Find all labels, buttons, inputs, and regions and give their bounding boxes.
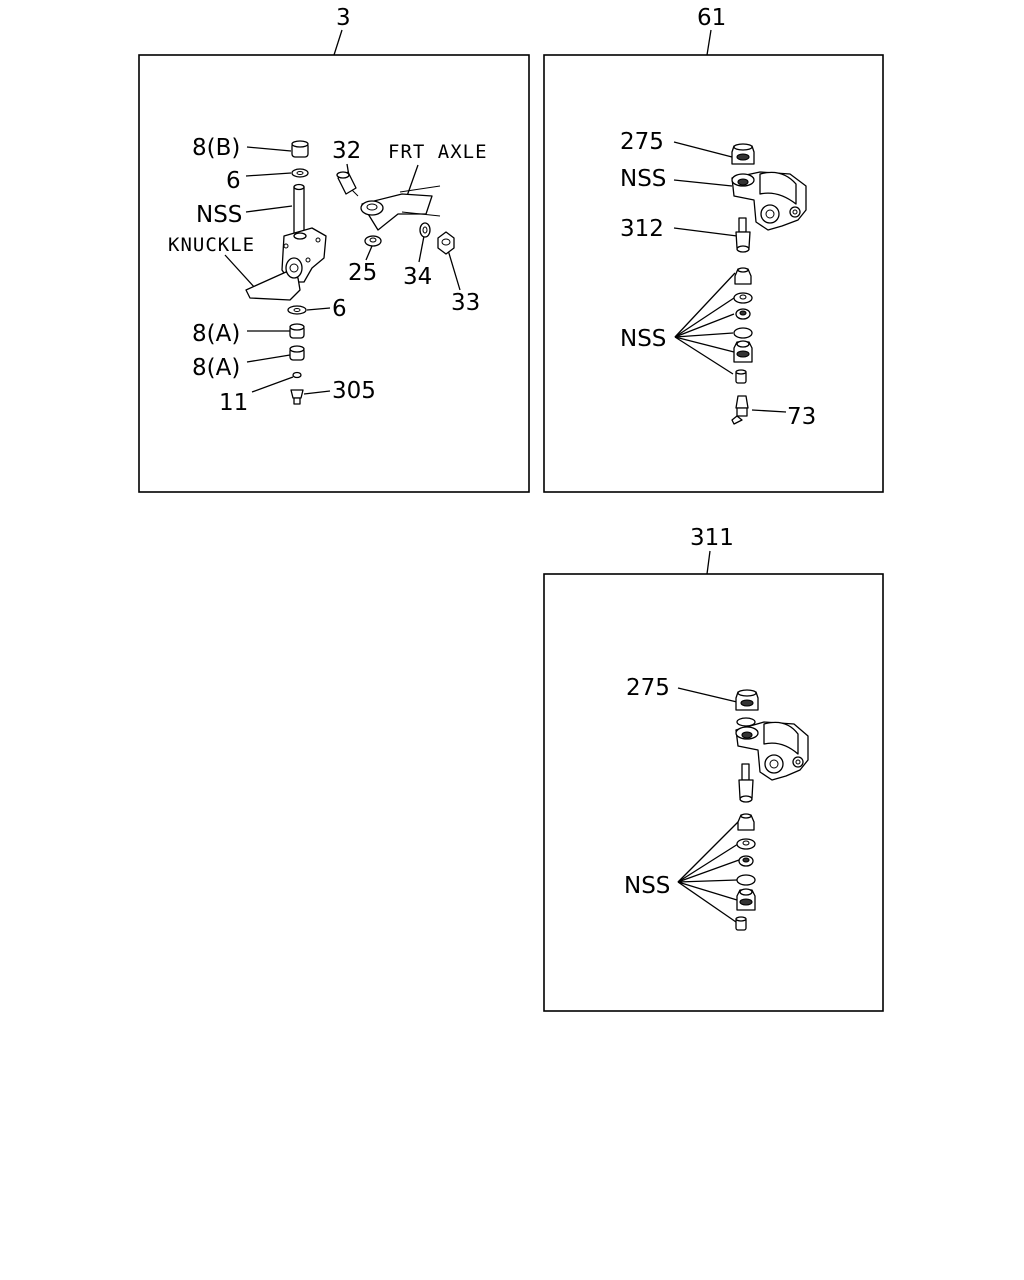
- label-6-top: 6: [226, 168, 241, 194]
- leader-275-p61: [673, 141, 733, 158]
- leader-25: [365, 245, 373, 261]
- bushing-8a-lower-icon: [289, 345, 305, 361]
- leader-275-p311: [677, 687, 738, 703]
- label-nss-p61-lower: NSS: [620, 326, 666, 352]
- knuckle-icon: [245, 227, 327, 301]
- leader-305: [303, 390, 331, 395]
- leader-34: [418, 235, 425, 263]
- panel-311: 311 275 NSS: [543, 525, 884, 1012]
- cap-275-p311-icon: [735, 689, 759, 711]
- leader-nss-p311-b: [677, 843, 739, 883]
- leader-33: [447, 249, 461, 291]
- label-6-bottom: 6: [332, 296, 347, 322]
- nss-plug-icon: [735, 369, 747, 384]
- nss-washer-icon: [733, 292, 753, 304]
- nss-seat-icon: [734, 267, 752, 285]
- leader-nss-p61-f: [674, 336, 734, 375]
- panel-311-frame: [543, 573, 884, 1012]
- king-pin-icon: [293, 183, 305, 236]
- bushing-8a-upper-icon: [289, 323, 305, 339]
- leader-nss-p311-d: [677, 879, 738, 883]
- label-312: 312: [620, 216, 664, 242]
- leader-nss-p61-e: [674, 336, 735, 353]
- leader-nss-p61-b: [674, 297, 735, 338]
- leader-nss-p311-f: [677, 881, 737, 923]
- leader-nss-p61-d: [674, 332, 734, 338]
- leader-312: [673, 227, 738, 237]
- label-275-p61: 275: [620, 129, 664, 155]
- nss-spring-icon: [735, 308, 751, 320]
- label-8b: 8(B): [192, 135, 240, 161]
- ball-stud-p311-icon: [738, 763, 754, 803]
- fitting-305-icon: [290, 389, 304, 405]
- leader-11: [251, 376, 294, 393]
- panel-3: 3 8(B) 6 NSS KNUCKLE 32 FRT AXLE 25 34 3…: [138, 5, 530, 493]
- label-frt-axle: FRT AXLE: [388, 141, 488, 163]
- label-275-p311: 275: [626, 675, 670, 701]
- label-nss-shaft: NSS: [196, 202, 242, 228]
- label-nss-p311: NSS: [624, 873, 670, 899]
- leader-nss-p311-e: [677, 881, 738, 901]
- leader-8a-lower: [246, 354, 291, 363]
- panel-311-callout: 311: [690, 525, 734, 551]
- leader-nss-p61-upper: [673, 179, 733, 187]
- nss-seat-p311-icon: [737, 813, 755, 831]
- grease-nipple-73-icon: [731, 395, 749, 425]
- panel-3-frame: [138, 54, 530, 493]
- nss-plug-p311-icon: [735, 916, 747, 931]
- washer-34-icon: [419, 222, 431, 238]
- leader-nss-shaft: [245, 205, 293, 213]
- nss-cup-p311-icon: [736, 888, 756, 911]
- bolt-32-icon: [336, 171, 359, 197]
- leader-nss-p311-a: [677, 819, 741, 883]
- leader-73: [751, 409, 787, 413]
- label-32: 32: [332, 138, 361, 164]
- ball-stud-312-icon: [735, 217, 751, 253]
- label-11: 11: [219, 390, 248, 416]
- leader-frt-axle: [406, 164, 419, 197]
- ring-11-icon: [292, 371, 302, 379]
- label-knuckle: KNUCKLE: [168, 234, 255, 256]
- leader-6-bottom: [306, 307, 331, 311]
- label-8a-lower: 8(A): [192, 355, 240, 381]
- nss-spring-p311-icon: [738, 855, 754, 867]
- washer-25-icon: [364, 235, 382, 247]
- label-8a-upper: 8(A): [192, 321, 240, 347]
- panel-61-callout-leader: [706, 29, 712, 56]
- label-73: 73: [787, 404, 816, 430]
- nss-oring-p311-icon: [736, 874, 756, 886]
- nss-washer-p311-icon: [736, 838, 756, 850]
- panel-3-callout: 3: [336, 5, 351, 31]
- shim-6-top-icon: [291, 168, 309, 178]
- panel-61: 61 275 NSS 312 NSS 73: [543, 5, 884, 493]
- nut-33-icon: [437, 231, 455, 255]
- socket-housing-p61-icon: [731, 171, 807, 231]
- panel-61-frame: [543, 54, 884, 493]
- shim-6-bottom-icon: [287, 305, 307, 315]
- leader-6-top: [245, 172, 292, 177]
- leader-nss-p61-a: [674, 272, 736, 338]
- label-305: 305: [332, 378, 376, 404]
- nss-oring-icon: [733, 327, 753, 339]
- label-34: 34: [403, 264, 432, 290]
- axle-beam-icon: [360, 185, 441, 231]
- socket-housing-p311-icon: [735, 717, 809, 781]
- panel-311-callout-leader: [706, 550, 711, 575]
- leader-8b: [246, 146, 292, 152]
- panel-3-callout-leader: [333, 29, 343, 56]
- cap-275-p61-icon: [731, 143, 755, 165]
- label-33: 33: [451, 290, 480, 316]
- leader-knuckle: [224, 254, 256, 289]
- panel-61-callout: 61: [697, 5, 726, 31]
- label-nss-p61-upper: NSS: [620, 166, 666, 192]
- nss-cup-icon: [733, 340, 753, 363]
- bushing-8b-icon: [291, 140, 309, 158]
- leader-nss-p311-c: [677, 859, 740, 883]
- label-25: 25: [348, 260, 377, 286]
- leader-nss-p61-c: [674, 313, 735, 338]
